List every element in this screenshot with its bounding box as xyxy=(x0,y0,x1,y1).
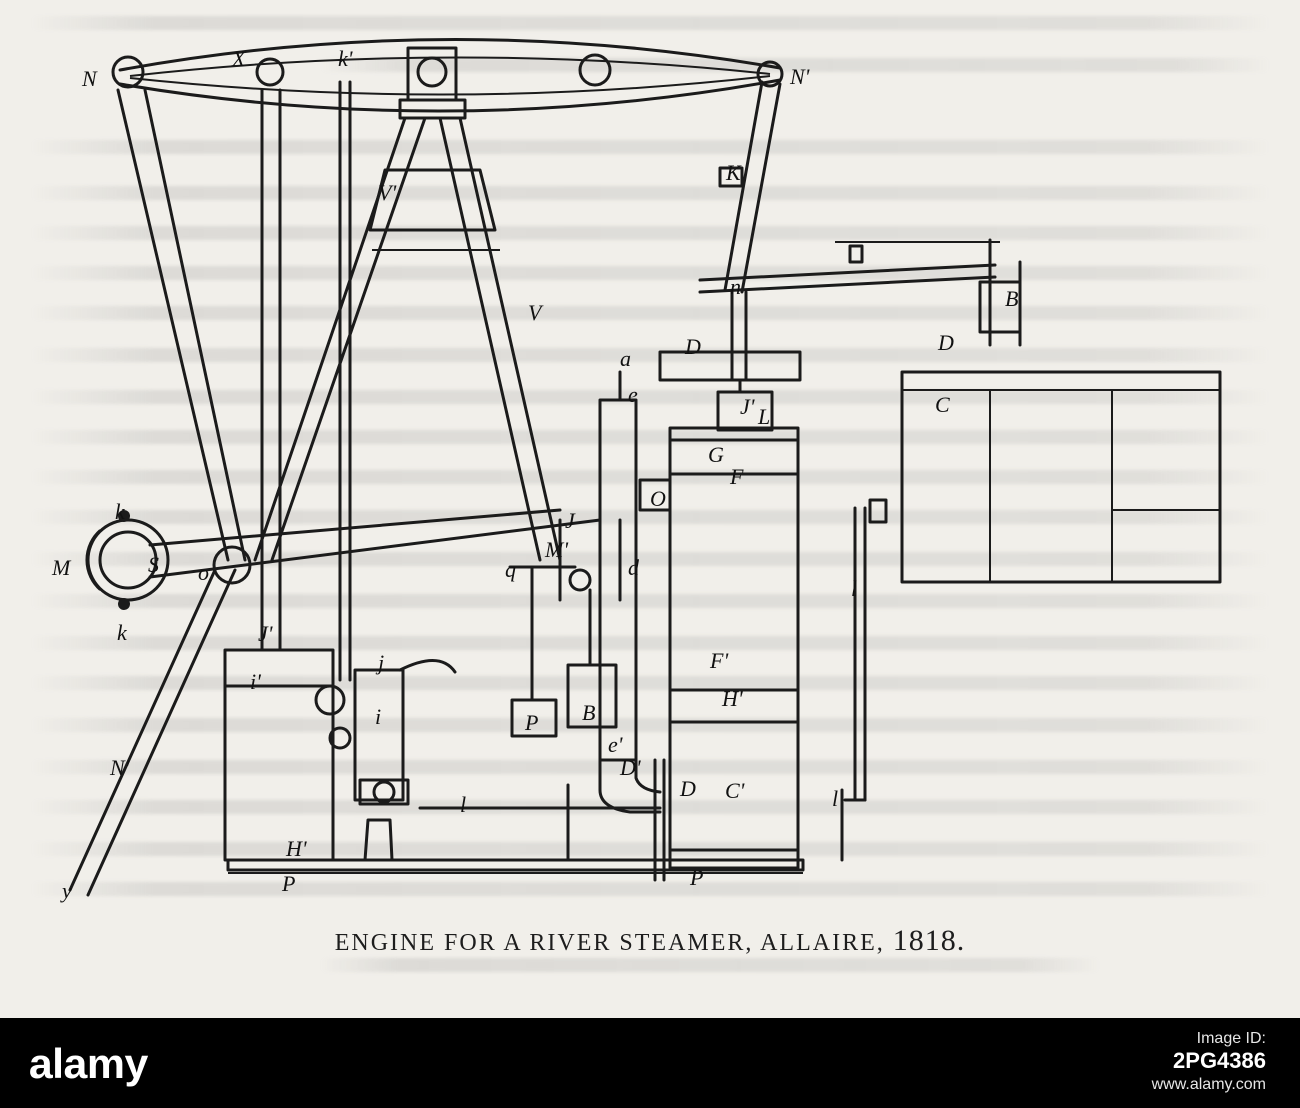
diagram-label: l xyxy=(851,576,857,601)
caption-text: ENGINE FOR A RIVER STEAMER, ALLAIRE, xyxy=(334,930,893,956)
diagram-label: k xyxy=(117,620,128,645)
diagram-label: J xyxy=(565,508,576,533)
side-rod xyxy=(698,80,1022,382)
diagram-label: N' xyxy=(109,755,130,780)
diagram-label: F' xyxy=(709,648,728,673)
diagram-label: J' xyxy=(258,621,273,646)
diagram-label: M' xyxy=(544,537,568,562)
image-meta: Image ID: 2PG4386 www.alamy.com xyxy=(1152,1030,1266,1094)
diagram-label: k' xyxy=(338,46,353,71)
diagram-label: a xyxy=(620,346,631,371)
site-url: www.alamy.com xyxy=(1151,1076,1266,1093)
crank-wheel xyxy=(85,508,602,610)
image-id-label: Image ID: xyxy=(1196,1030,1266,1047)
condenser-box xyxy=(900,370,1222,584)
diagram-label: P xyxy=(689,865,703,890)
diagram-label: H' xyxy=(285,836,307,861)
diagram-label: L xyxy=(757,404,770,429)
alamy-logo: alamy xyxy=(28,1040,148,1087)
diagram-label: k xyxy=(115,499,126,524)
diagram-label: B xyxy=(1005,286,1018,311)
diagram-label: C xyxy=(935,392,950,417)
diagram-label: K xyxy=(725,160,742,185)
diagram-label: l xyxy=(460,792,466,817)
air-pump-and-weights xyxy=(508,518,622,738)
base-plate xyxy=(226,498,888,874)
diagram-label: e xyxy=(628,382,638,407)
diagram-label: P xyxy=(281,871,295,896)
diagram-label: X xyxy=(231,46,247,71)
cylinder xyxy=(598,350,802,882)
diagram-label: B xyxy=(582,700,595,725)
walking-beam xyxy=(111,38,784,113)
diagram-label: G xyxy=(708,442,724,467)
diagram-label: i' xyxy=(250,669,261,694)
caption-year: 1818. xyxy=(892,924,966,957)
diagram-label: D xyxy=(937,330,954,355)
diagram-label: H' xyxy=(721,686,743,711)
engine-diagram: NXk'N'V'VKnBDDCaeJ'LGFOJM'qdkMSokJ'i'jiB… xyxy=(51,38,1222,903)
diagram-label: j xyxy=(375,650,384,675)
columns-and-rods xyxy=(68,80,352,897)
diagram-label: y xyxy=(60,878,72,903)
diagram-label: P xyxy=(524,710,538,735)
diagram-label: n xyxy=(730,274,741,299)
diagram-label: F xyxy=(729,464,744,489)
diagram-label: N' xyxy=(789,64,810,89)
diagram-label: D' xyxy=(619,755,641,780)
watermark-bar: alamy Image ID: 2PG4386 www.alamy.com xyxy=(0,1018,1300,1108)
diagram-label: l xyxy=(832,786,838,811)
diagram-label: o xyxy=(198,560,209,585)
diagram-label: C' xyxy=(725,778,745,803)
diagram-label: O xyxy=(650,486,666,511)
figure-caption: ENGINE FOR A RIVER STEAMER, ALLAIRE, 181… xyxy=(0,924,1300,958)
diagram-label: N xyxy=(81,66,98,91)
a-frame-support xyxy=(253,98,562,562)
diagram-label: D xyxy=(679,776,696,801)
diagram-label: V xyxy=(528,300,544,325)
diagram-label: M xyxy=(51,555,72,580)
image-id: 2PG4386 xyxy=(1173,1048,1266,1073)
diagram-label: V' xyxy=(378,180,396,205)
diagram-label: q xyxy=(505,557,516,582)
diagram-label: d xyxy=(628,555,640,580)
diagram-label: i xyxy=(375,704,381,729)
diagram-label: J' xyxy=(740,394,755,419)
diagram-label: S xyxy=(148,552,159,577)
diagram-label: e' xyxy=(608,732,623,757)
diagram-label: D xyxy=(684,334,701,359)
